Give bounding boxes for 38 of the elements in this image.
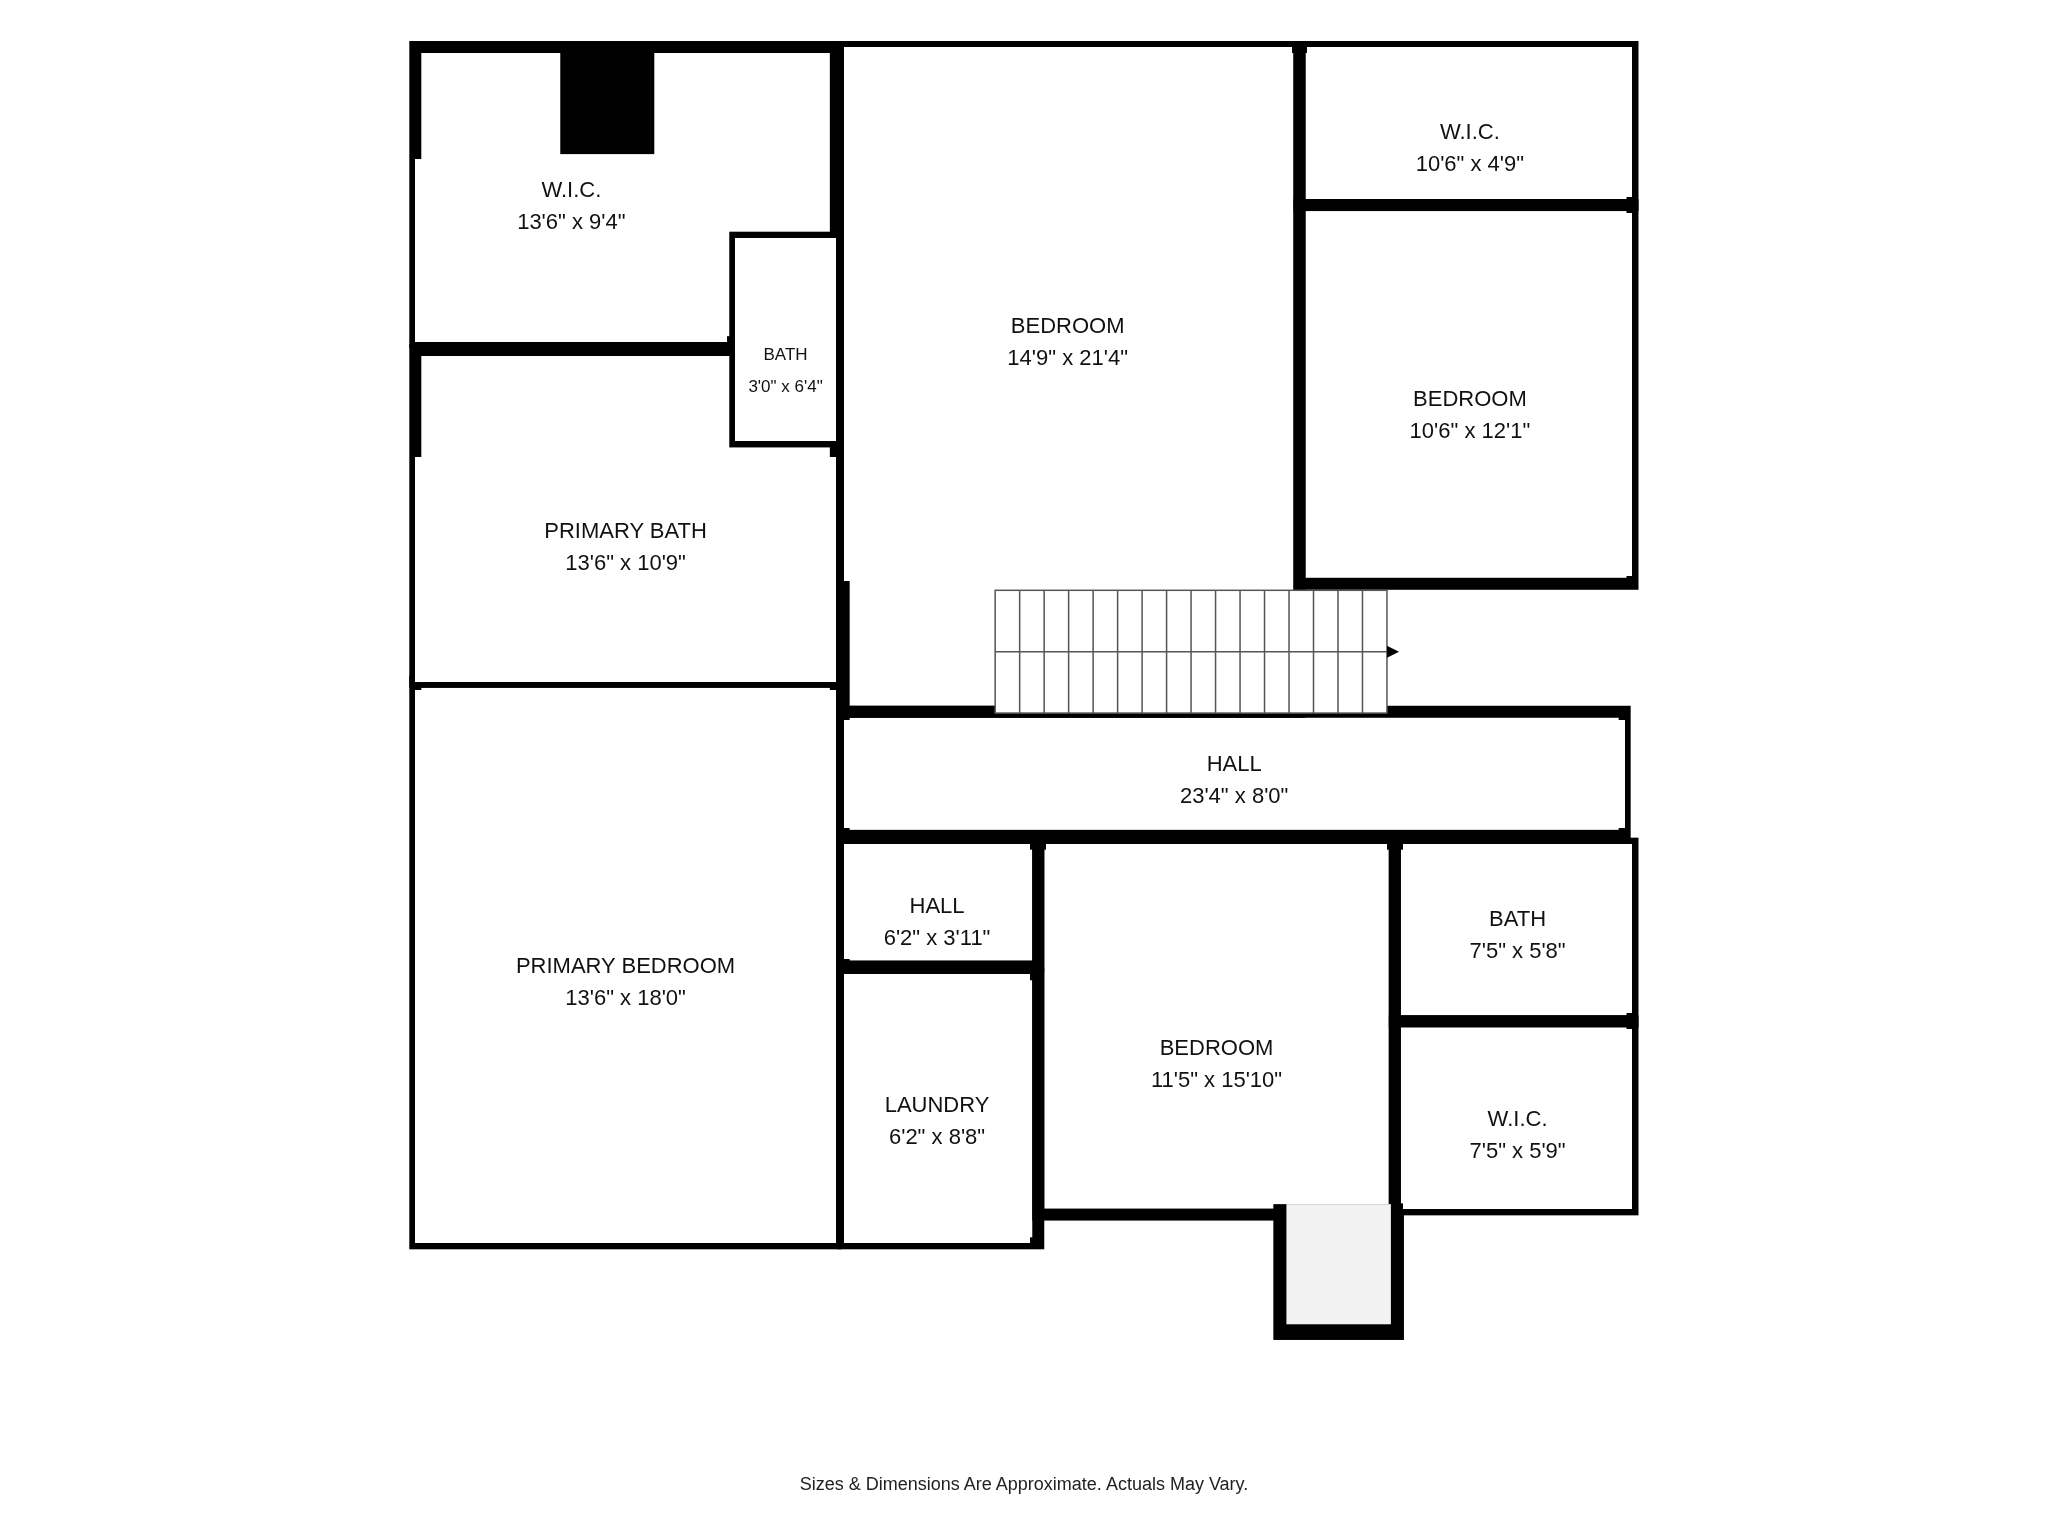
room-name: BEDROOM [1010,312,1125,341]
room-name: W.I.C. [1487,1104,1548,1133]
room-dimensions: 10'6" x 4'9" [1415,149,1525,178]
room-outline [735,237,836,442]
room-outline [1307,47,1633,198]
room-name: BATH [763,343,808,366]
room-dimensions: 6'2" x 3'11" [883,924,991,953]
room-name: LAUNDRY [884,1090,990,1119]
room-outline [843,843,1031,959]
room-dimensions: 7'5" x 5'8" [1469,937,1566,966]
room-name: W.I.C. [541,176,602,205]
room-dimensions: 11'5" x 15'10" [1150,1066,1283,1095]
room-name: BEDROOM [1413,385,1527,414]
room-dimensions: 23'4" x 8'0" [1179,781,1289,810]
room-dimensions: 13'6" x 10'9" [565,549,686,578]
room-name: PRIMARY BEDROOM [515,952,736,981]
room-outline [843,719,1625,828]
room-dimensions: 6'2" x 8'8" [888,1122,986,1151]
room-outline [843,974,1031,1244]
room-dimensions: 7'5" x 5'9" [1469,1136,1566,1165]
room-name: HALL [909,892,965,921]
room-dimensions: 13'6" x 9'4" [517,208,626,237]
room-dimensions: 14'9" x 21'4" [1007,344,1128,373]
room-outline [415,159,728,343]
room-dimensions: 10'6" x 12'1" [1409,417,1531,446]
room-outline [843,47,1292,582]
room-name: BATH [1489,905,1547,934]
room-dimensions: 13'6" x 18'0" [565,984,686,1013]
room-outline [1402,843,1633,1014]
room-name: BEDROOM [1159,1034,1274,1063]
room-outline [415,689,836,1244]
room-name: HALL [1206,749,1262,778]
room-dimensions: 3'0" x 6'4" [748,375,823,398]
room-name: W.I.C. [1439,117,1500,146]
room-name: PRIMARY BATH [544,517,707,546]
room-outline [415,457,836,682]
room-outline [1402,1029,1633,1210]
caption: Sizes & Dimensions Are Approximate. Actuals May Vary. [799,1474,1249,1495]
